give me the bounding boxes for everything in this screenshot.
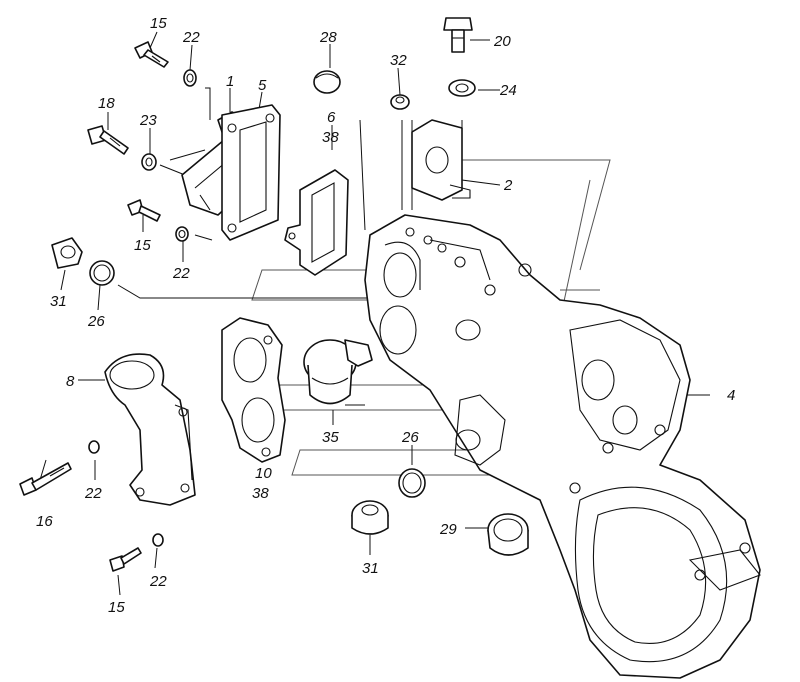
callout-26-upper: 26 xyxy=(87,313,105,330)
thermostat-35 xyxy=(303,339,373,405)
callout-22-low: 22 xyxy=(149,573,167,590)
washer-22-d xyxy=(152,533,164,547)
plug-28 xyxy=(313,70,341,94)
callout-4: 4 xyxy=(727,387,735,404)
pipe-8 xyxy=(104,353,196,506)
bolt-20 xyxy=(443,17,473,53)
callout-38-lower: 38 xyxy=(252,485,269,502)
callout-31-lower: 31 xyxy=(362,560,379,577)
callout-15-top: 15 xyxy=(150,15,167,32)
seal-26-lower xyxy=(398,468,426,498)
bolt-15-low xyxy=(109,547,142,572)
plug-31-lower xyxy=(351,500,389,535)
bolt-18 xyxy=(87,125,129,155)
bolt-15-mid xyxy=(127,199,161,222)
washer-22-a xyxy=(183,69,197,87)
callout-32: 32 xyxy=(390,52,407,69)
callout-22-pipe: 22 xyxy=(84,485,102,502)
callout-16: 16 xyxy=(36,513,53,530)
callout-labels: 15 22 1 5 28 32 20 24 2 18 23 6 38 15 22… xyxy=(36,15,735,616)
callout-22-mid: 22 xyxy=(172,265,190,282)
seal-26-upper xyxy=(89,260,115,286)
washer-24 xyxy=(448,79,476,97)
callout-2: 2 xyxy=(503,177,513,194)
callout-24: 24 xyxy=(499,82,517,99)
callout-23: 23 xyxy=(139,112,157,129)
ring-29 xyxy=(487,513,529,556)
callout-29: 29 xyxy=(439,521,457,538)
callout-38-top: 38 xyxy=(322,129,339,146)
callout-28: 28 xyxy=(319,29,337,46)
flange-5 xyxy=(221,104,281,241)
gasket-38-top xyxy=(284,169,349,276)
plug-32 xyxy=(390,94,410,110)
callout-10: 10 xyxy=(255,465,272,482)
washer-22-c xyxy=(88,440,100,454)
bracket-2 xyxy=(411,119,471,201)
gasket-10 xyxy=(221,317,286,463)
callout-22-top: 22 xyxy=(182,29,200,46)
washer-22-b xyxy=(175,226,189,242)
callout-35: 35 xyxy=(322,429,339,446)
callout-6: 6 xyxy=(327,109,336,126)
callout-26-lower: 26 xyxy=(401,429,419,446)
plug-31-upper xyxy=(51,237,83,269)
callout-1: 1 xyxy=(226,73,234,90)
bolt-16 xyxy=(19,462,72,496)
callout-15-mid: 15 xyxy=(134,237,151,254)
callout-5: 5 xyxy=(258,77,267,94)
callout-31-upper: 31 xyxy=(50,293,67,310)
callout-18: 18 xyxy=(98,95,115,112)
bolt-15-top xyxy=(134,41,169,68)
main-housing xyxy=(364,214,761,679)
callout-8: 8 xyxy=(66,373,75,390)
callout-15-low: 15 xyxy=(108,599,125,616)
washer-23 xyxy=(141,153,157,171)
callout-20: 20 xyxy=(493,33,511,50)
